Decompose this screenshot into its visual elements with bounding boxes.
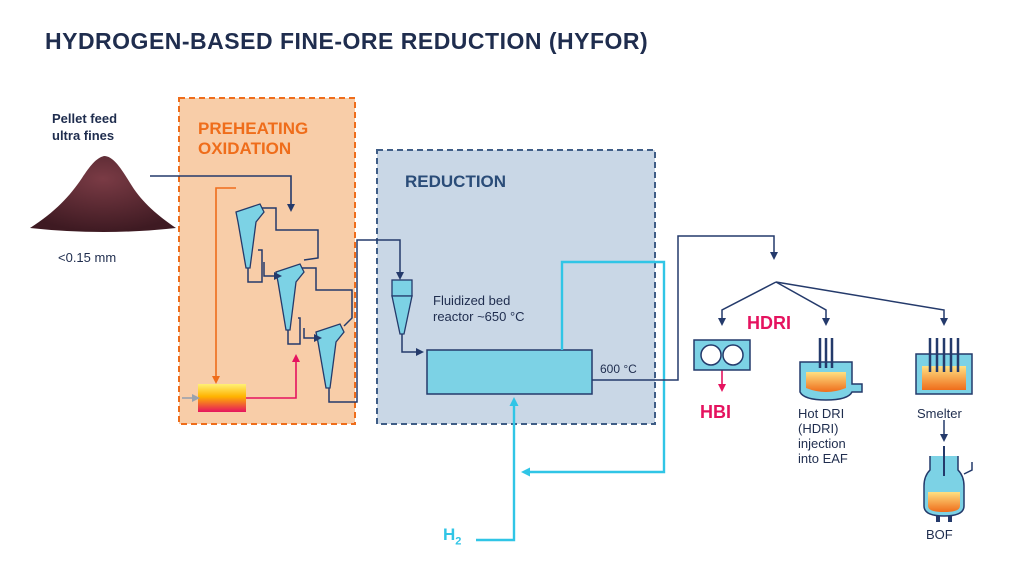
offgas-recycle-line: [212, 187, 236, 384]
smelter-label: Smelter: [917, 406, 962, 421]
reactor-label: Fluidized bed reactor ~650 °C: [433, 293, 525, 325]
hydrogen-label: H2: [443, 525, 461, 547]
preheater-burner: [198, 384, 246, 412]
page-title: HYDROGEN-BASED FINE-ORE REDUCTION (HYFOR…: [45, 28, 649, 54]
hot-dri-line3: injection: [798, 436, 846, 451]
eaf-icon: [799, 338, 863, 401]
hydrogen-loop: [476, 260, 666, 542]
cyclone-1-icon: [235, 203, 265, 269]
cyclone-connections: [247, 207, 404, 403]
feed-line: [150, 175, 295, 212]
bof-label: BOF: [926, 527, 953, 542]
outlet-temperature-label: 600 °C: [600, 362, 637, 376]
hydrogen-symbol: H: [443, 525, 456, 544]
hot-dri-line1: Hot DRI: [798, 406, 845, 421]
hdri-label: HDRI: [747, 313, 791, 333]
reduction-cyclone-icon: [391, 279, 413, 335]
hot-dri-label: Hot DRI (HDRI) injection into EAF: [798, 406, 848, 466]
hot-dri-line4: into EAF: [798, 451, 848, 466]
feed-label-line1: Pellet feed: [52, 111, 118, 126]
bof-icon: [923, 446, 973, 522]
preheating-label-line2: OXIDATION: [198, 139, 292, 158]
feed-label-line2: ultra fines: [52, 128, 115, 143]
ore-pile-icon: [30, 156, 176, 232]
briquetting-press-icon: [693, 339, 751, 371]
reactor-label-line1: Fluidized bed: [433, 293, 511, 308]
fluidized-bed-reactor: [426, 349, 593, 395]
smelter-icon: [915, 338, 973, 395]
preheating-label-line1: PREHEATING: [198, 119, 309, 138]
cyclone-2-icon: [275, 263, 305, 331]
particle-size-label: <0.15 mm: [58, 250, 117, 265]
feed-label: Pellet feed ultra fines: [52, 110, 117, 144]
cyclone-3-icon: [315, 323, 345, 389]
preheating-label: PREHEATING OXIDATION: [198, 119, 308, 159]
reduction-label: REDUCTION: [405, 172, 507, 191]
hydrogen-subscript: 2: [455, 535, 462, 548]
hbi-label: HBI: [700, 402, 731, 422]
reduction-cyclone-outlet: [401, 334, 424, 356]
product-lines: [592, 235, 948, 442]
hot-dri-line2: (HDRI): [798, 421, 839, 436]
reactor-label-line2: reactor ~650 °C: [433, 309, 525, 324]
hot-gas-line: [246, 354, 300, 399]
